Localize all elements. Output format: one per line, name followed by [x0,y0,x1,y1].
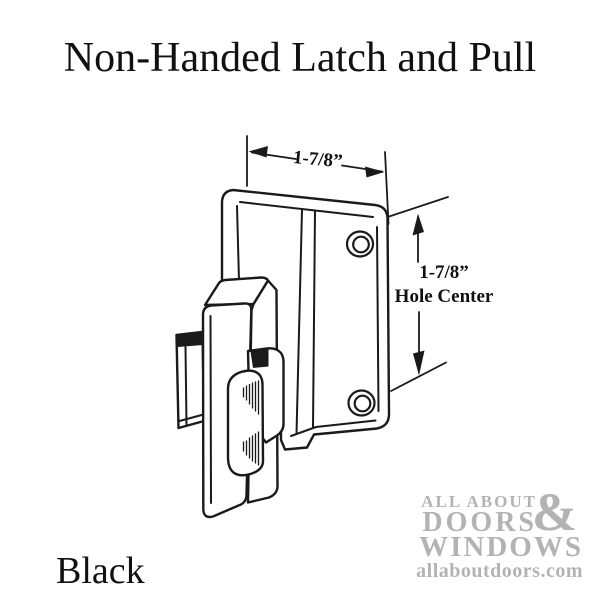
logo-ampersand: & [532,482,577,542]
arrow-right-icon [365,166,385,178]
hole-center-caption: Hole Center [394,286,494,307]
page-title: Non-Handed Latch and Pull [63,35,537,81]
logo-line-all-about: ALL ABOUT [421,492,537,511]
hole-center-dimension-lines [361,196,449,392]
screw-hole-top [345,230,375,258]
width-dimension-label: 1-7/8” [292,147,344,173]
strike-tab [175,330,206,430]
hole-center-value: 1-7/8” [419,262,469,283]
logo-line-doors: DOORS [422,507,537,538]
logo-website: allaboutdoors.com [416,560,583,582]
hole-center-dimension-label: 1-7/8” Hole Center [384,261,504,309]
lever-hatching [242,380,260,466]
pull-handle-top [203,276,270,307]
logo-line-windows: WINDOWS [419,531,583,563]
arrow-left-icon [248,146,268,158]
back-plate [220,188,391,451]
arrow-up-icon [412,213,424,236]
color-label: Black [56,550,145,592]
watermark-logo: & ALL ABOUT DOORS WINDOWS allaboutdoors.… [416,485,583,582]
latch-notch [250,349,269,368]
width-dimension-lines [246,135,390,225]
screw-hole-bottom [347,389,376,417]
arrow-down-icon [413,350,425,376]
thumb-latch-lever [226,369,265,477]
